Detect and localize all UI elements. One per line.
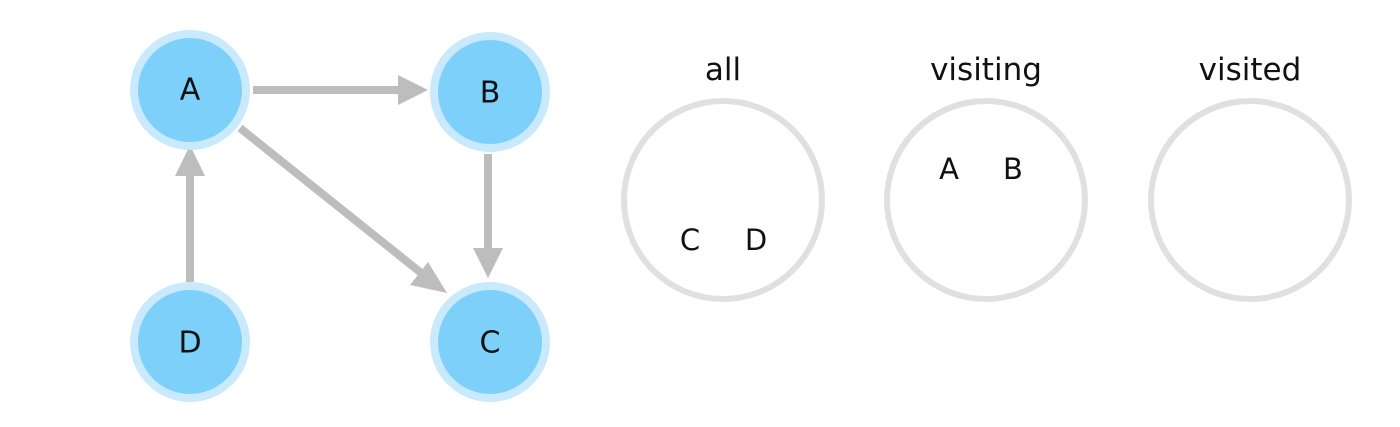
set-visited: visited [1148,52,1352,302]
set-all-member-d: D [745,223,767,257]
graph-node-b: B [430,32,550,152]
edge-d-to-a-arrowhead [175,145,205,176]
set-visiting-member-b: B [1003,152,1023,186]
graph-node-d-core [138,290,242,394]
set-visited-title: visited [1199,52,1302,88]
set-visited-ring [1148,98,1352,302]
edge-b-to-c-arrowhead [473,248,503,278]
graph-node-d-label: D [178,326,201,361]
graph-node-d: D [130,282,250,402]
set-visiting-ring [884,98,1088,302]
set-visiting-title: visiting [930,52,1042,88]
set-visiting: visiting A B [884,52,1088,302]
edge-a-to-c-line [237,124,428,280]
edge-d-to-a [175,145,205,282]
graph-node-c-core [438,290,542,394]
edge-b-to-c [473,154,503,278]
edge-a-to-b [253,75,428,105]
set-all: all C D [621,52,825,302]
set-all-member-c: C [680,223,700,257]
graph-node-c-label: C [480,326,501,361]
graph-node-c: C [430,282,550,402]
graph-node-b-label: B [480,76,501,111]
edge-a-to-b-arrowhead [398,75,428,105]
set-visiting-member-a: A [939,152,959,186]
graph-node-b-core [438,40,542,144]
graph-node-a: A [130,30,250,150]
set-all-title: all [705,52,741,88]
edge-a-to-c [237,124,447,293]
set-all-ring [621,98,825,302]
graph-edges [175,75,503,293]
graph-node-a-core [138,38,242,142]
edge-a-to-c-arrowhead [410,262,447,293]
graph-nodes: A B C D [130,30,550,402]
graph-node-a-label: A [180,73,201,108]
